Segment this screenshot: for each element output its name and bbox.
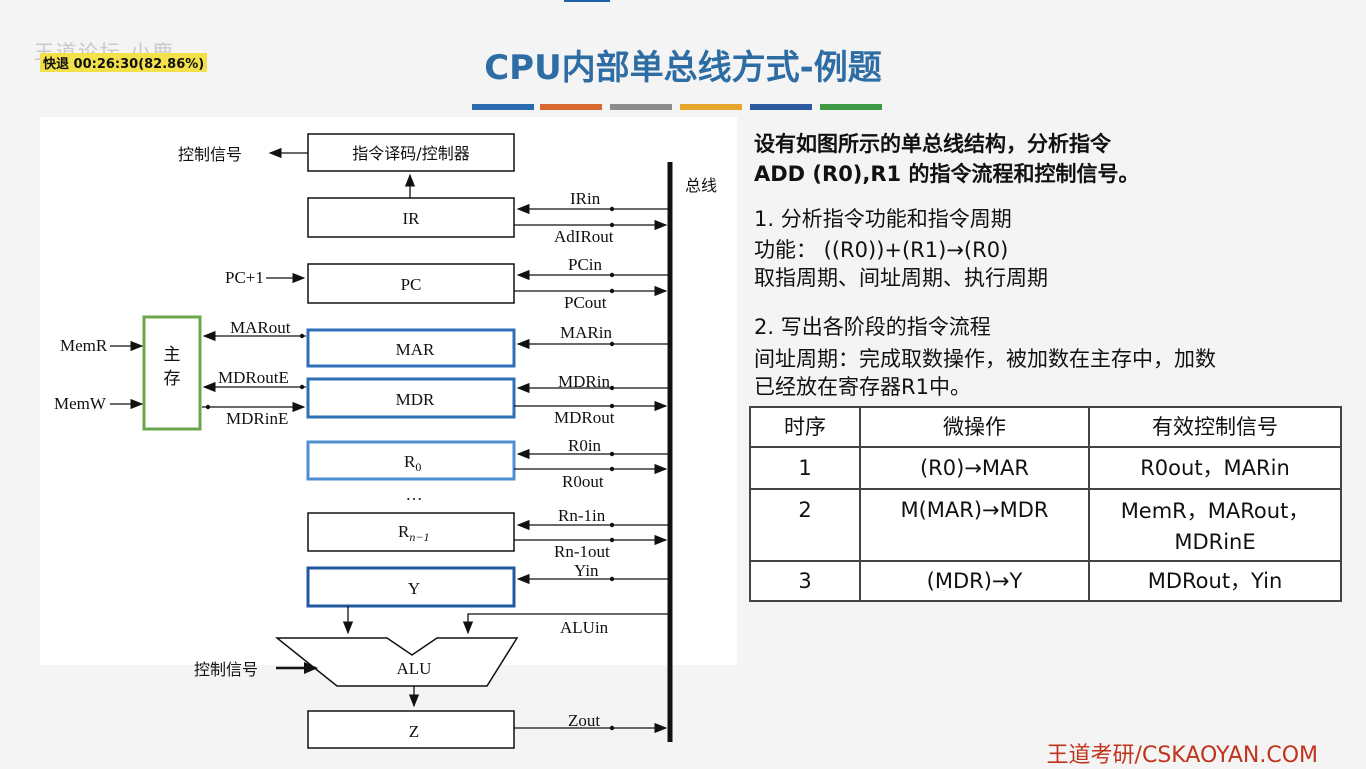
memr-signal: MemR xyxy=(60,336,108,355)
alu-unit xyxy=(274,637,519,687)
pcout-signal: PCout xyxy=(564,293,607,312)
indirect-line-1: 间址周期：完成取数操作，被加数在主存中，加数 xyxy=(754,347,1216,371)
pc-increment-label: PC+1 xyxy=(225,268,264,287)
row-seq: 2 xyxy=(749,488,861,562)
color-bar xyxy=(540,104,602,110)
step-1-heading: 1. 分析指令功能和指令周期 xyxy=(754,207,1012,231)
header-seq: 时序 xyxy=(749,406,861,448)
mar-label: MAR xyxy=(396,340,435,359)
problem-line-1: 设有如图所示的单总线结构，分析指令 xyxy=(754,132,1111,156)
pc-register xyxy=(307,263,515,304)
playback-indicator: 快退 00:26:30(82.86%) xyxy=(40,53,208,72)
bus-label: 总线 xyxy=(685,176,717,195)
r0-label: R0 xyxy=(404,452,421,474)
pcin-signal: PCin xyxy=(568,255,603,274)
indirect-line-2: 已经放在寄存器R1中。 xyxy=(754,375,971,399)
z-label: Z xyxy=(409,722,419,741)
r0in-signal: R0in xyxy=(568,436,602,455)
control-signal-table: 时序 微操作 有效控制信号 1 (R0)→MAR R0out，MARin 2 M… xyxy=(749,406,1342,602)
z-register xyxy=(307,710,515,749)
color-bar xyxy=(610,104,672,110)
memory-label-2: 存 xyxy=(164,369,181,389)
row-microop: (R0)→MAR xyxy=(859,446,1090,490)
table-row: 2 M(MAR)→MDR MemR，MARout，MDRinE xyxy=(749,488,1342,562)
memw-signal: MemW xyxy=(54,394,107,413)
r0out-signal: R0out xyxy=(562,472,604,491)
row-signals: R0out，MARin xyxy=(1088,446,1342,490)
function-line: 功能： ((R0))+(R1)→(R0) xyxy=(754,238,1009,262)
row-signals: MDRout，Yin xyxy=(1088,560,1342,602)
pc-label: PC xyxy=(401,275,422,294)
alu-control-signal-label: 控制信号 xyxy=(194,660,258,679)
mdroute-signal: MDRoutE xyxy=(218,368,289,387)
color-bar xyxy=(750,104,812,110)
rn-label: Rn−1 xyxy=(398,522,429,544)
mdrine-signal: MDRinE xyxy=(226,409,288,428)
mdrout-signal: MDRout xyxy=(554,408,615,427)
step-2-heading: 2. 写出各阶段的指令流程 xyxy=(754,315,991,339)
r0-register xyxy=(306,440,516,481)
footer-brand: 王道考研/CSKAOYAN.COM xyxy=(1046,743,1318,768)
row-microop: M(MAR)→MDR xyxy=(859,488,1090,562)
slide-title: CPU内部单总线方式-例题 xyxy=(484,48,882,88)
table-header-row: 时序 微操作 有效控制信号 xyxy=(749,406,1342,448)
y-register xyxy=(306,566,516,608)
color-bar xyxy=(820,104,882,110)
table-row: 1 (R0)→MAR R0out，MARin xyxy=(749,446,1342,490)
alu-label: ALU xyxy=(397,659,432,678)
bus-diagram: 总线 指令译码/控制器 控制信号 IR IRin AdIRout PC PC+1… xyxy=(40,117,737,665)
adirout-signal: AdIRout xyxy=(554,227,614,246)
zout-signal: Zout xyxy=(568,711,600,730)
row-signals: MemR，MARout，MDRinE xyxy=(1088,488,1342,562)
main-memory xyxy=(142,315,202,431)
mdr-register xyxy=(306,377,516,419)
table-row: 3 (MDR)→Y MDRout，Yin xyxy=(749,560,1342,602)
cycles-line: 取指周期、间址周期、执行周期 xyxy=(754,266,1048,290)
header-microop: 微操作 xyxy=(859,406,1090,448)
color-bar xyxy=(680,104,742,110)
y-label: Y xyxy=(408,579,420,598)
rnout-signal: Rn-1out xyxy=(554,542,610,561)
problem-line-2: ADD (R0),R1 的指令流程和控制信号。 xyxy=(754,162,1140,186)
window-top-accent xyxy=(564,0,610,2)
ir-label: IR xyxy=(403,209,421,228)
mar-register xyxy=(306,328,516,368)
mdrin-signal: MDRin xyxy=(558,372,610,391)
header-signals: 有效控制信号 xyxy=(1088,406,1342,448)
decoder-label: 指令译码/控制器 xyxy=(352,144,469,163)
row-microop: (MDR)→Y xyxy=(859,560,1090,602)
rnin-signal: Rn-1in xyxy=(558,506,606,525)
row-seq: 1 xyxy=(749,446,861,490)
color-bar xyxy=(472,104,534,110)
control-signal-label: 控制信号 xyxy=(178,145,242,164)
aluin-signal: ALUin xyxy=(560,618,609,637)
irin-signal: IRin xyxy=(570,189,601,208)
yin-signal: Yin xyxy=(574,561,599,580)
marin-signal: MARin xyxy=(560,323,612,342)
row-seq: 3 xyxy=(749,560,861,602)
marout-signal: MARout xyxy=(230,318,291,337)
ellipsis: … xyxy=(406,485,423,504)
memory-label-1: 主 xyxy=(164,345,181,365)
mdr-label: MDR xyxy=(396,390,435,409)
rn-register xyxy=(307,512,515,552)
ir-register xyxy=(307,197,515,238)
bus-diagram-lower: ALU 控制信号 Z Zout xyxy=(40,600,737,750)
